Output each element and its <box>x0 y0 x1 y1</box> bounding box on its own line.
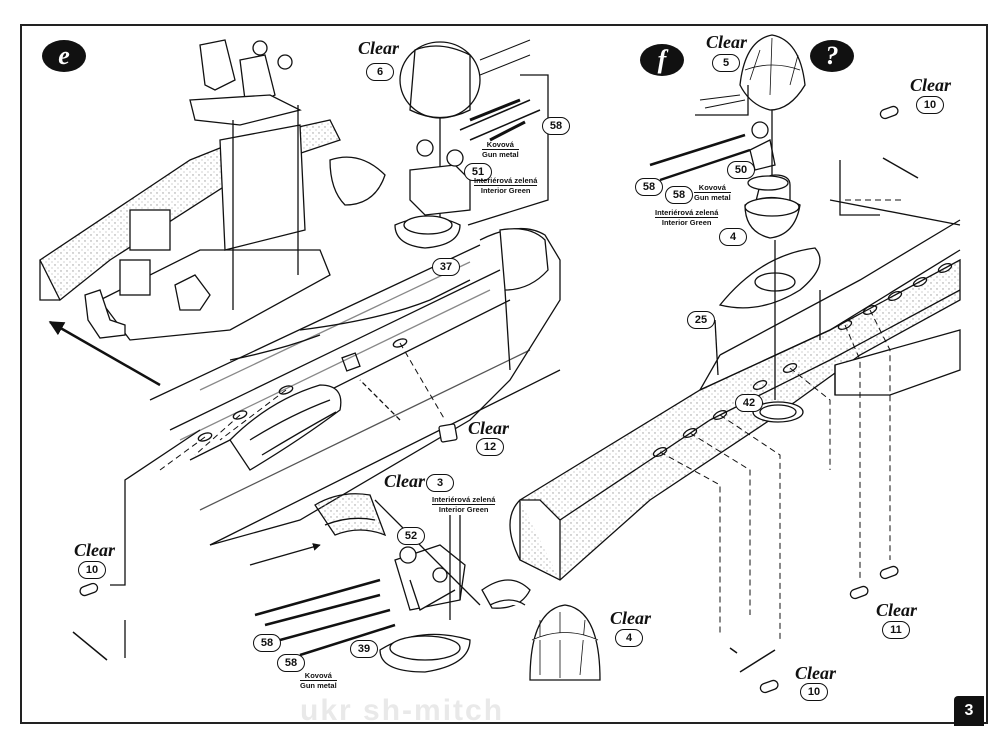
tail-turret-assembly <box>249 493 601 681</box>
part-6: 6 <box>366 63 394 81</box>
part-5: 5 <box>712 54 740 72</box>
fuselage-section-right <box>509 160 961 581</box>
paint-label-metal-c: Kovová Gun metal <box>300 671 337 690</box>
clear-10-windows <box>79 105 899 694</box>
clear-turret-part5 <box>649 34 806 239</box>
instruction-frame <box>20 24 988 724</box>
clear-label-10-left: Clear <box>74 540 116 560</box>
paint-interior-cz: Interiérová zelená <box>655 208 719 218</box>
part-58-f1: 58 <box>635 178 663 196</box>
part-50: 50 <box>727 161 755 179</box>
clear-label-3: Clear <box>384 471 426 491</box>
window-leaders <box>159 342 446 471</box>
clear-dome-part6 <box>399 39 549 230</box>
part-42: 42 <box>735 394 763 412</box>
part-58-f2: 58 <box>665 186 693 204</box>
paint-metal-en: Gun metal <box>482 150 519 159</box>
paint-label-interior-e: Interiérová zelená Interior Green <box>474 176 538 195</box>
part-12: 12 <box>476 438 504 456</box>
paint-metal-en: Gun metal <box>300 681 337 690</box>
paint-interior-cz: Interiérová zelená <box>432 495 496 505</box>
page-number: 3 <box>954 696 984 726</box>
part-11: 11 <box>882 621 910 639</box>
paint-metal-cz: Kovová <box>694 183 731 193</box>
part-4-top: 4 <box>719 228 747 246</box>
part-51: 51 <box>464 163 492 181</box>
part-58-top: 58 <box>542 117 570 135</box>
clear-label-11: Clear <box>876 600 918 620</box>
part-3: 3 <box>426 474 454 492</box>
paint-label-metal-f: Kovová Gun metal <box>694 183 731 202</box>
part-25: 25 <box>687 311 715 329</box>
clear-label-5: Clear <box>706 32 748 52</box>
gun-mount-51 <box>329 98 541 249</box>
part-58-b2: 58 <box>277 654 305 672</box>
clear-label-10-bottom: Clear <box>795 663 837 683</box>
part-39: 39 <box>350 640 378 658</box>
part-37: 37 <box>432 258 460 276</box>
clear-label-10-top: Clear <box>910 75 952 95</box>
clear-label-6: Clear <box>358 38 400 58</box>
paint-interior-en: Interior Green <box>480 186 531 195</box>
watermark: ukr sh-mitch <box>300 694 505 727</box>
step-f-badge: f <box>640 44 684 76</box>
part-10-bottom: 10 <box>800 683 828 701</box>
paint-metal-cz: Kovová <box>300 671 337 681</box>
paint-interior-cz: Interiérová zelená <box>474 176 538 186</box>
paint-label-interior-c: Interiérová zelená Interior Green <box>432 495 496 514</box>
right-leaders <box>659 199 905 640</box>
part-52: 52 <box>397 527 425 545</box>
pitot-items <box>72 157 919 673</box>
part-10-top: 10 <box>916 96 944 114</box>
paint-label-metal-e: Kovová Gun metal <box>482 140 519 159</box>
paint-interior-en: Interior Green <box>661 218 712 227</box>
step-e-badge: e <box>42 40 86 72</box>
part-4-bottom: 4 <box>615 629 643 647</box>
clear-label-4-bottom: Clear <box>610 608 652 628</box>
step-question-badge: ? <box>810 40 854 72</box>
paint-interior-en: Interior Green <box>438 505 489 514</box>
paint-label-interior-f: Interiérová zelená Interior Green <box>655 208 719 227</box>
part-58-b1: 58 <box>253 634 281 652</box>
paint-metal-cz: Kovová <box>482 140 519 150</box>
paint-metal-en: Gun metal <box>694 193 731 202</box>
part-10-left: 10 <box>78 561 106 579</box>
clear-label-12: Clear <box>468 418 510 438</box>
fuselage-nose-left <box>39 39 561 658</box>
